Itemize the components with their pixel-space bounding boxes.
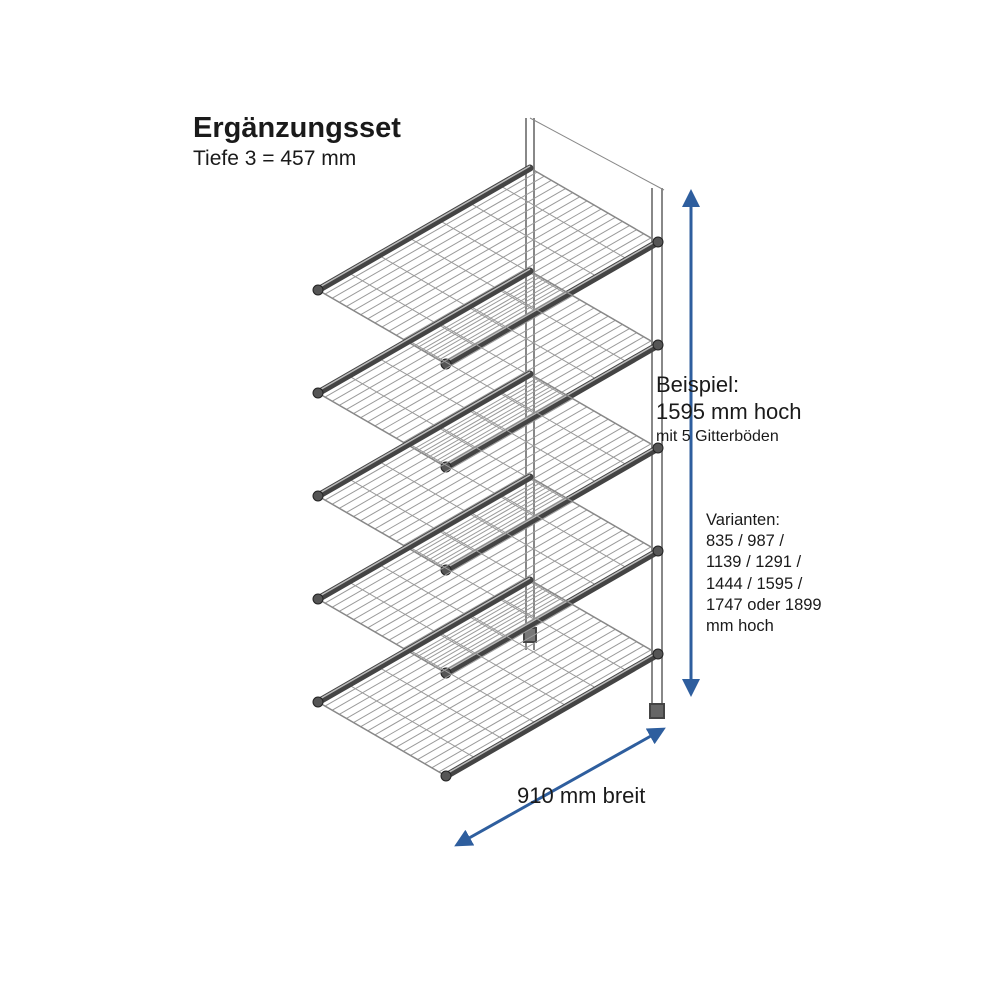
shelves — [312, 164, 664, 782]
width-arrow — [454, 727, 666, 847]
wire-shelf — [312, 164, 664, 370]
variants-line: Varianten: — [706, 511, 780, 529]
example-height: 1595 mm hoch — [656, 399, 802, 424]
wire-shelf — [312, 267, 664, 473]
page-title: Ergänzungsset — [193, 112, 401, 144]
wire-shelf — [312, 473, 664, 679]
example-label: Beispiel: — [656, 372, 740, 397]
depth-subtitle: Tiefe 3 = 457 mm — [193, 147, 357, 170]
wire-shelf — [312, 576, 664, 782]
variants-line: 1747 oder 1899 — [706, 595, 822, 614]
width-label: 910 mm breit — [517, 783, 646, 808]
variants-line: mm hoch — [706, 617, 774, 636]
variants-line: 1444 / 1595 / — [706, 574, 803, 593]
wire-shelf — [312, 370, 664, 576]
example-shelves: mit 5 Gitterböden — [656, 428, 779, 445]
variants-list: Varianten: 835 / 987 / 1139 / 1291 / 144… — [706, 510, 822, 637]
variants-line: 1139 / 1291 / — [706, 553, 802, 572]
variants-line: 835 / 987 / — [706, 532, 784, 551]
